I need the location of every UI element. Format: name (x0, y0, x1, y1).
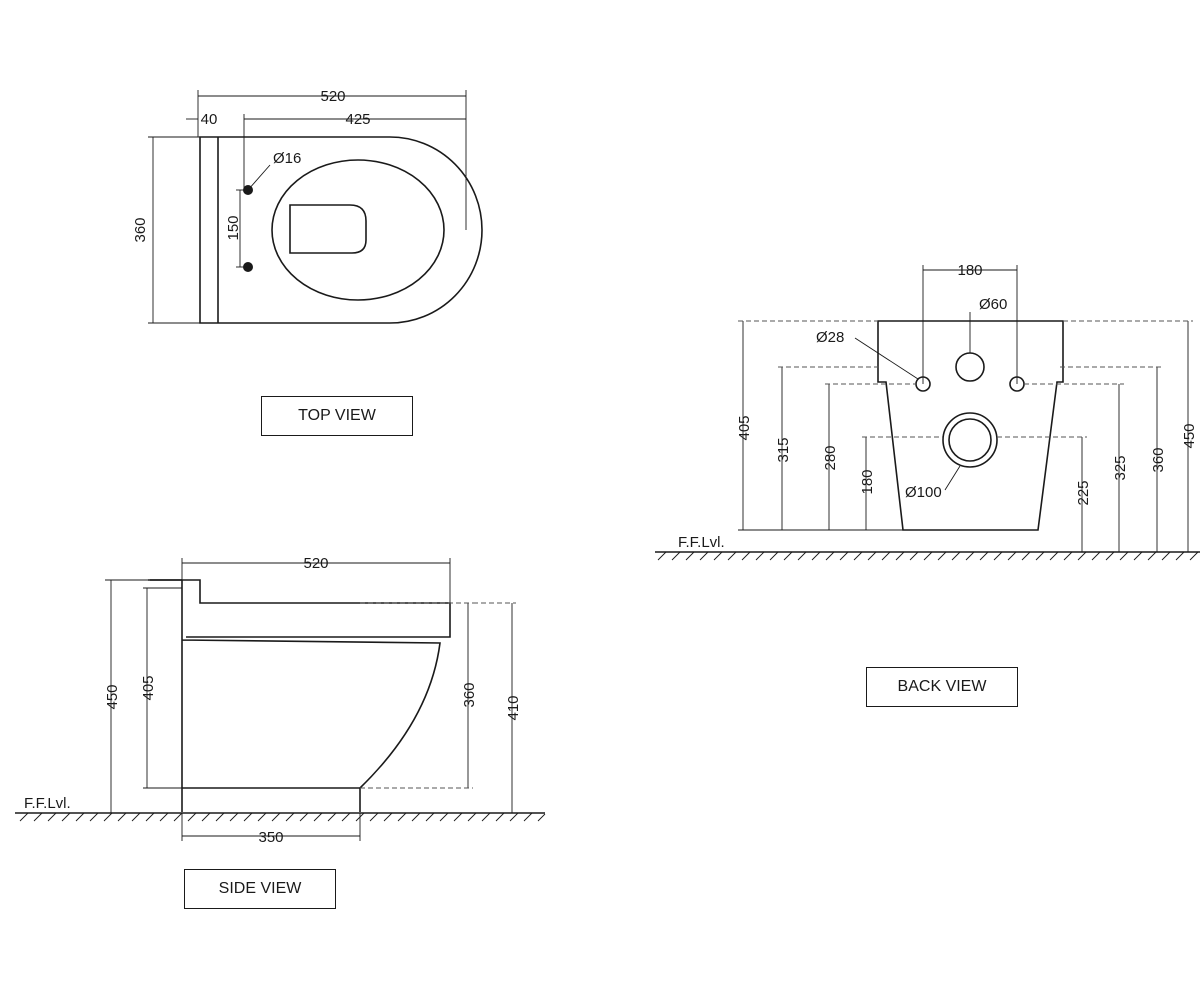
back-view-outlet (942, 412, 998, 468)
top-dim-360: 360 (132, 217, 149, 242)
back-dim-inlet: Ø60 (979, 296, 1007, 313)
back-view-outline (877, 320, 1064, 531)
back-dim-180-height: 180 (859, 469, 876, 494)
back-dim-360: 360 (1150, 447, 1167, 472)
back-floor-label: F.F.Lvl. (678, 534, 725, 551)
side-view-label: SIDE VIEW (184, 869, 336, 909)
top-dim-425: 425 (345, 111, 370, 128)
back-view-label: BACK VIEW (866, 667, 1018, 707)
top-view-outline (199, 136, 483, 324)
top-view-drawing (148, 90, 483, 324)
side-floor-label: F.F.Lvl. (24, 795, 71, 812)
back-view-inlet (955, 352, 985, 382)
side-dim-350: 350 (258, 829, 283, 846)
top-dim-40: 40 (201, 111, 218, 128)
side-dim-360: 360 (461, 682, 478, 707)
back-dim-180: 180 (957, 262, 982, 279)
side-dim-410: 410 (505, 695, 522, 720)
top-dim-bolt-hole: Ø16 (273, 150, 301, 167)
back-dim-225: 225 (1075, 480, 1092, 505)
top-view-bowl (271, 159, 445, 301)
back-dim-outlet: Ø100 (905, 484, 942, 501)
top-view-outlet (289, 204, 367, 254)
side-view-outline (181, 579, 451, 789)
back-dim-405: 405 (736, 415, 753, 440)
back-view-floor-hatching (657, 551, 1199, 561)
back-dim-315: 315 (775, 437, 792, 462)
top-view-label: TOP VIEW (261, 396, 413, 436)
side-dim-450: 450 (104, 684, 121, 709)
side-dim-405: 405 (140, 675, 157, 700)
back-view-drawing (655, 265, 1200, 561)
side-view-drawing (15, 558, 546, 841)
side-dim-520: 520 (303, 555, 328, 572)
back-dim-325: 325 (1112, 455, 1129, 480)
top-dim-520: 520 (320, 88, 345, 105)
back-dim-280: 280 (822, 445, 839, 470)
back-dim-bolt-hole: Ø28 (816, 329, 844, 346)
back-dim-450: 450 (1181, 423, 1198, 448)
side-view-floor-hatching (19, 812, 546, 822)
top-dim-150: 150 (225, 215, 242, 240)
